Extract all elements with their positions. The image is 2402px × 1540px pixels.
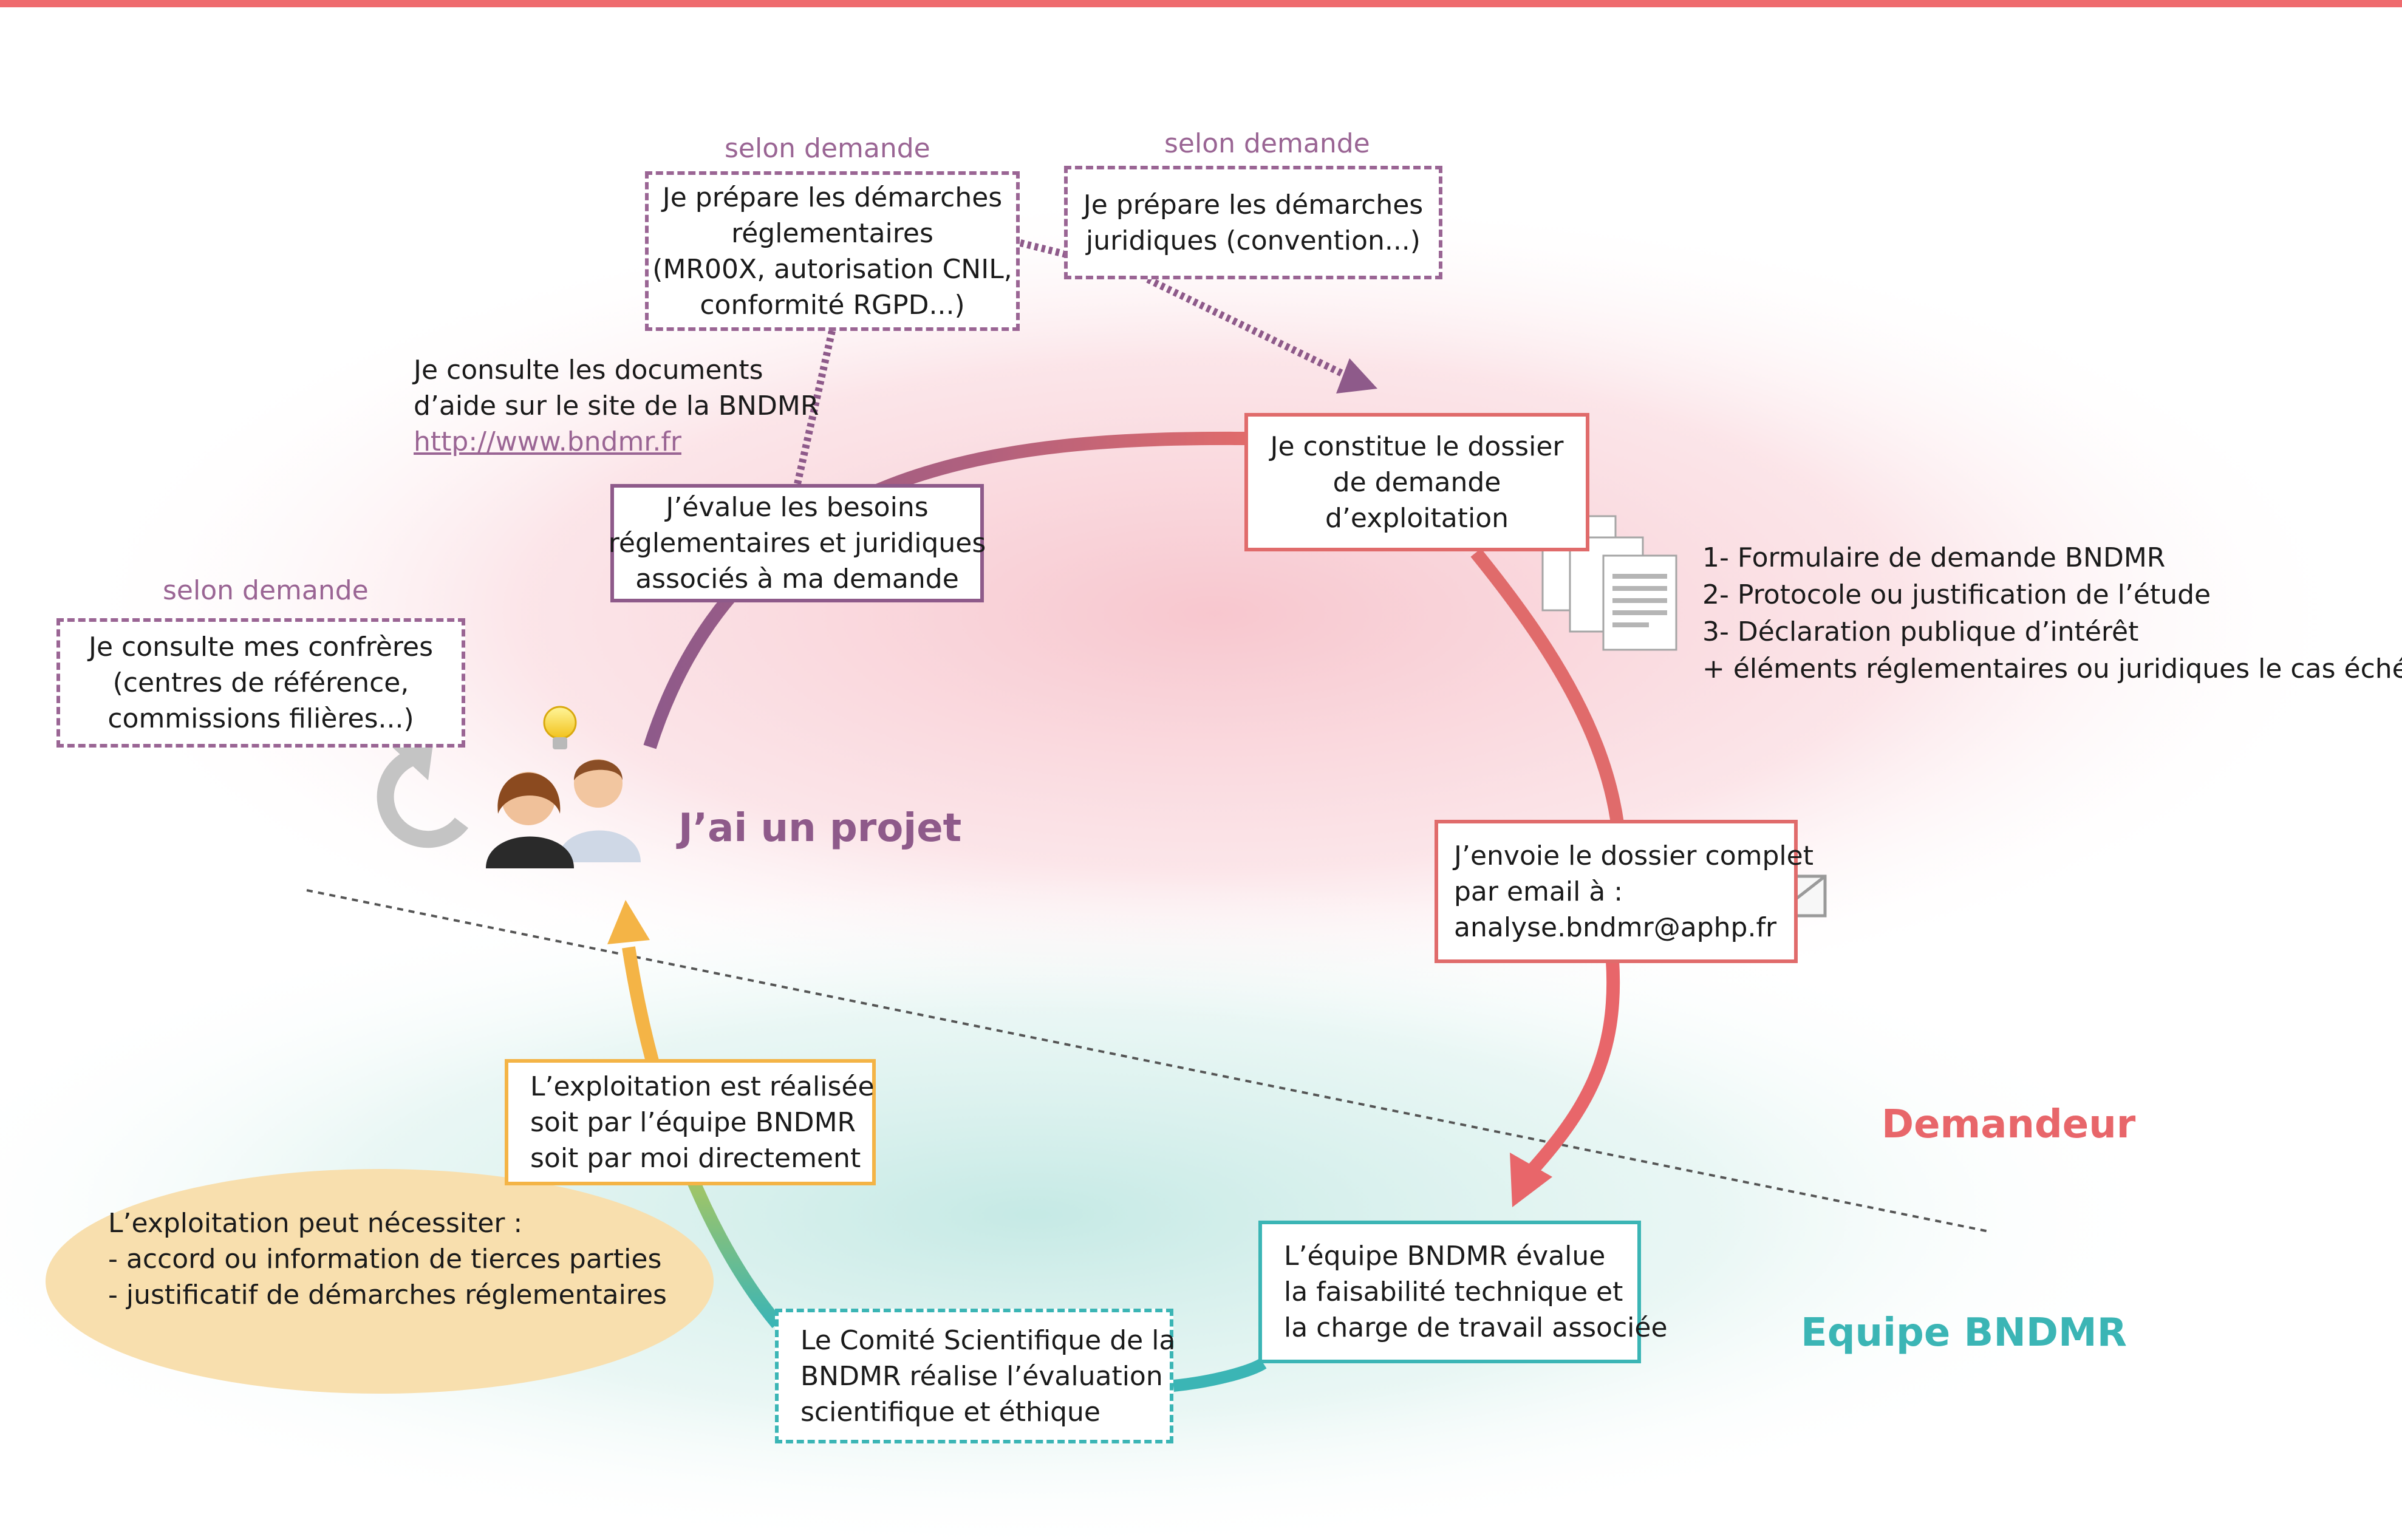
node-text: BNDMR réalise l’évaluation — [800, 1360, 1163, 1392]
note-line: - accord ou information de tierces parti… — [108, 1244, 662, 1275]
file-requirements-list: 1- Formulaire de demande BNDMR 2- Protoc… — [1702, 539, 2402, 687]
top-bar — [0, 0, 2402, 7]
zone-label-team: Equipe BNDMR — [1801, 1310, 2127, 1355]
build-file-box: Je constitue le dossier de demande d’exp… — [1244, 413, 1589, 551]
send-file-box: J’envoie le dossier complet par email à … — [1435, 820, 1813, 963]
email-address[interactable]: analyse.bndmr@aphp.fr — [1454, 911, 1777, 943]
node-text: soit par moi directement — [530, 1142, 861, 1174]
node-text: de demande — [1332, 466, 1501, 498]
lightbulb-icon — [543, 706, 577, 749]
node-text: Le Comité Scientifique de la — [800, 1324, 1176, 1356]
note-ellipse — [46, 1169, 714, 1394]
node-text: Je consulte mes confrères — [88, 632, 433, 663]
node-text: associés à ma demande — [635, 564, 959, 595]
cycle-arc-bottom — [1172, 1358, 1267, 1392]
connector-reg-to-jur — [1019, 239, 1070, 259]
node-text: (MR00X, autorisation CNIL, — [652, 253, 1012, 285]
bndmr-link[interactable]: http://www.bndmr.fr — [414, 426, 681, 457]
node-text: juridiques (convention...) — [1086, 225, 1421, 256]
prepare-regulatory-box: Je prépare les démarches réglementaires … — [645, 171, 1020, 331]
node-text: J’envoie le dossier complet — [1454, 840, 1813, 871]
node-text: d’aide sur le site de la BNDMR — [414, 390, 819, 421]
note-line: L’exploitation peut nécessiter : — [108, 1208, 523, 1239]
node-text: L’équipe BNDMR évalue — [1284, 1241, 1606, 1272]
project-title: J’ai un projet — [678, 806, 962, 851]
node-text: J’évalue les besoins — [666, 492, 929, 523]
node-text: Je consulte les documents — [414, 355, 763, 386]
committee-evaluation-box: Le Comité Scientifique de la BNDMR réali… — [775, 1309, 1176, 1443]
arrowhead-up — [607, 900, 650, 944]
optional-label-jur: selon demande — [1164, 128, 1370, 159]
connector-reg-to-eval — [792, 330, 836, 493]
optional-label-peers: selon demande — [163, 575, 369, 606]
exploitation-box: L’exploitation est réalisée soit par l’é… — [505, 1059, 876, 1185]
consult-docs-text: Je consulte les documents d’aide sur le … — [414, 352, 819, 460]
cycle-arc-right-lower — [1525, 960, 1620, 1177]
node-text: par email à : — [1454, 876, 1623, 907]
node-text: conformité RGPD...) — [700, 289, 965, 321]
node-text: Je constitue le dossier — [1270, 431, 1564, 462]
arrowhead-dotted — [1336, 358, 1377, 394]
node-text: Je prépare les démarches — [1083, 189, 1424, 220]
users-icon — [486, 759, 641, 868]
note-text: L’exploitation peut nécessiter : - accor… — [108, 1205, 667, 1313]
node-text: L’exploitation est réalisée — [530, 1071, 875, 1102]
note-line: - justificatif de démarches réglementair… — [108, 1279, 667, 1310]
node-text: Je prépare les démarches — [662, 182, 1003, 213]
list-item: 2- Protocole ou justification de l’étude — [1702, 579, 2211, 610]
team-evaluation-box: L’équipe BNDMR évalue la faisabilité tec… — [1258, 1221, 1668, 1363]
optional-label-reg: selon demande — [725, 133, 930, 164]
prepare-legal-box: Je prépare les démarches juridiques (con… — [1064, 166, 1442, 279]
node-text: réglementaires et juridiques — [608, 528, 986, 559]
consult-peers-box: Je consulte mes confrères (centres de ré… — [56, 618, 465, 748]
zone-label-requester: Demandeur — [1882, 1102, 2136, 1147]
list-item: 3- Déclaration publique d’intérêt — [1702, 616, 2139, 647]
node-text: la faisabilité technique et — [1284, 1276, 1623, 1307]
node-text: d’exploitation — [1325, 502, 1509, 534]
evaluate-needs-box: J’évalue les besoins réglementaires et j… — [608, 484, 986, 602]
list-item: + éléments réglementaires ou juridiques … — [1702, 653, 2402, 684]
node-text: scientifique et éthique — [800, 1396, 1100, 1428]
node-text: (centres de référence, — [112, 667, 409, 698]
node-text: la charge de travail associée — [1284, 1312, 1668, 1343]
arrowhead-down — [1510, 1153, 1552, 1207]
node-text: soit par l’équipe BNDMR — [530, 1106, 856, 1138]
node-text: réglementaires — [731, 217, 933, 249]
zone-separator — [306, 889, 1990, 1233]
list-item: 1- Formulaire de demande BNDMR — [1702, 542, 2166, 573]
node-text: commissions filières...) — [107, 703, 414, 734]
